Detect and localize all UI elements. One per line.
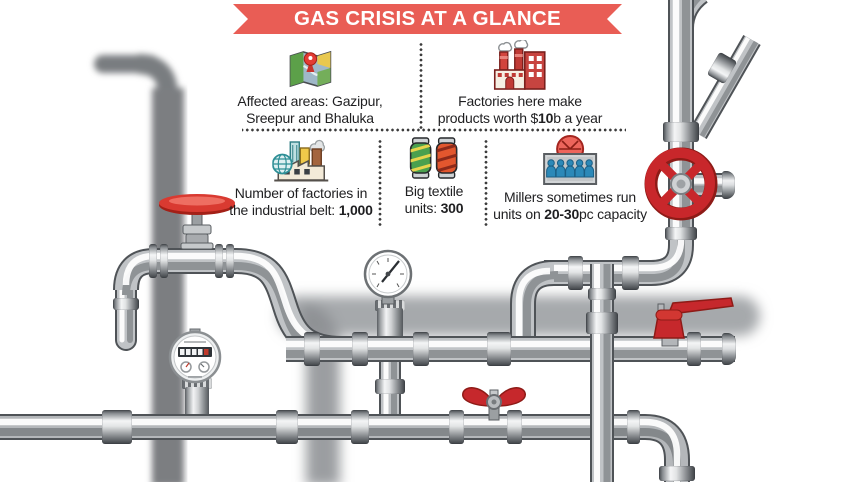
pipe-flange (160, 244, 168, 278)
info-caption: Factories here make products worth $10b … (437, 93, 603, 126)
globe-valve-red (159, 194, 235, 250)
pipe-coupling (622, 256, 639, 290)
pipe-flange (215, 244, 223, 278)
pipe-flange (665, 227, 697, 240)
pipe-vertical-center (590, 264, 614, 482)
pipe-coupling (627, 410, 640, 444)
info-caption: Millers sometimes run units on 20-30pc c… (493, 189, 647, 222)
gauge-mount-ridge (375, 300, 405, 311)
info-caption: Number of factories in the industrial be… (229, 185, 373, 218)
info-item-factory-count: Number of factories in the industrial be… (229, 136, 373, 218)
pipe-bottom-run (0, 414, 690, 482)
pipe-coupling (276, 410, 298, 444)
pipe-flange (113, 298, 139, 310)
dotted-divider-vertical (484, 140, 488, 226)
pipe-coupling (351, 410, 369, 444)
pipe-coupling (568, 256, 583, 290)
pipe-coupling (687, 332, 701, 366)
info-item-miller-capacity: Millers sometimes run units on 20-30pc c… (493, 134, 647, 222)
utility-meter (168, 328, 222, 384)
pipe-end-cap (722, 171, 735, 199)
pipe-mid-horizontal (544, 229, 694, 286)
page-title: GAS CRISIS AT A GLANCE (293, 7, 562, 30)
thread-spools-icon (410, 137, 458, 179)
pipe-coupling (487, 332, 511, 366)
millers-icon (543, 135, 597, 185)
pipe-flange (588, 288, 616, 300)
pressure-gauge (363, 249, 413, 305)
pipe-flange (226, 244, 234, 278)
pipe-coupling (659, 466, 695, 481)
title-ribbon: GAS CRISIS AT A GLANCE (233, 4, 622, 34)
butterfly-valve-red (462, 387, 526, 421)
pipe-coupling (449, 410, 464, 444)
meter-mount-ridge (182, 378, 212, 389)
factory-icon (494, 40, 546, 90)
pipe-coupling (304, 332, 320, 366)
pipe-coupling (352, 332, 368, 366)
dotted-divider-horizontal (242, 128, 626, 132)
pipe-coupling (413, 332, 429, 366)
pipe-flange (149, 244, 157, 278)
info-item-textile-units: Big textile units: 300 (405, 136, 464, 216)
pipe-vertical-right (668, 0, 694, 242)
dotted-divider-vertical (419, 42, 423, 130)
lever-valve-red (653, 297, 734, 347)
info-caption: Affected areas: Gazipur, Sreepur and Bha… (237, 93, 383, 126)
handwheel-valve-red (644, 147, 718, 221)
pipe-coupling (375, 379, 405, 394)
pipe-coupling (102, 410, 132, 444)
pipe-end-cap (722, 333, 736, 365)
info-item-affected-areas: Affected areas: Gazipur, Sreepur and Bha… (237, 48, 383, 126)
pipe-diagonal-branch (689, 35, 761, 139)
pipe-coupling (586, 312, 618, 334)
industrial-belt-icon (272, 139, 328, 182)
info-caption: Big textile units: 300 (404, 183, 464, 216)
map-icon (289, 50, 331, 88)
info-item-factory-output: Factories here make products worth $10b … (438, 40, 602, 126)
pipe-coupling (663, 122, 699, 142)
pipe-elbow-down (510, 260, 559, 353)
dotted-divider-vertical (378, 140, 382, 226)
pipe-coupling (507, 410, 522, 444)
